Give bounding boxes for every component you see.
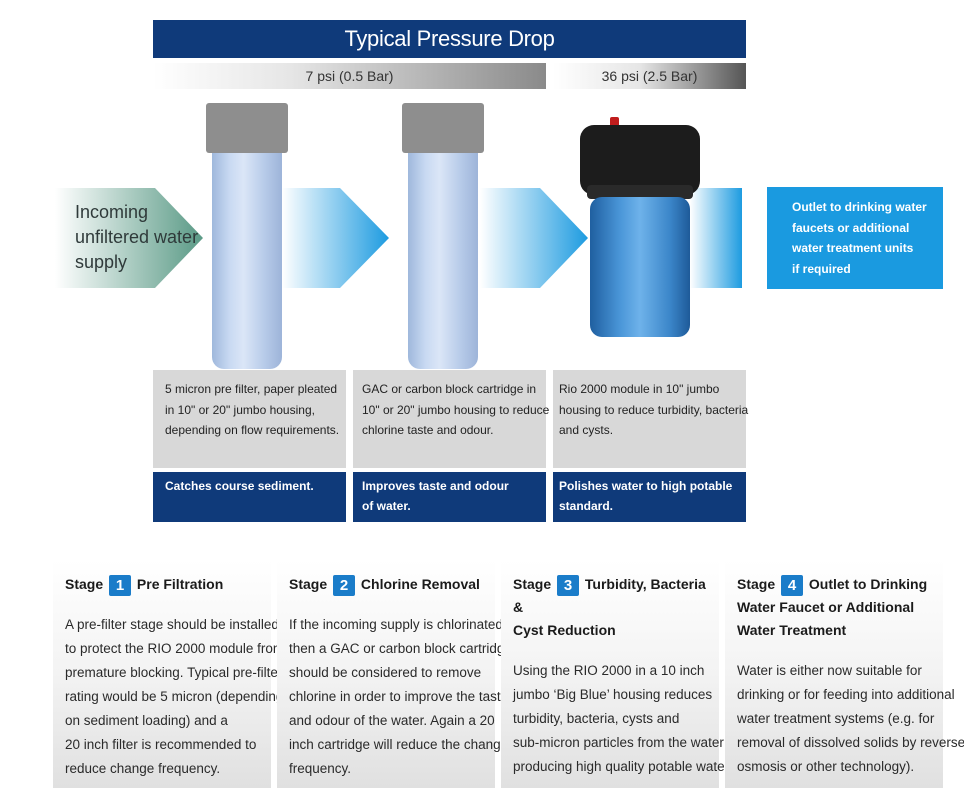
psi-high-label: 36 psi (2.5 Bar) <box>553 63 746 89</box>
arrow-2 <box>480 188 588 288</box>
inlet-label: Incoming unfiltered water supply <box>75 202 199 272</box>
filter-summary-1: Catches course sediment. <box>153 472 346 522</box>
filter-description-1: 5 micron pre filter, paper pleated in 10… <box>153 370 346 468</box>
stage-body: If the incoming supply is chlorinated th… <box>289 617 512 776</box>
stage-title: Stage 1 Pre Filtration <box>65 575 224 596</box>
stage-number-badge: 4 <box>781 575 804 596</box>
stage-title: Stage 2 Chlorine Removal <box>289 575 480 596</box>
filter-description-3: Rio 2000 module in 10" jumbo housing to … <box>553 370 748 468</box>
stage-number-badge: 2 <box>333 575 356 596</box>
pressure-drop-title: Typical Pressure Drop <box>153 20 746 58</box>
stage-body: A pre-filter stage should be installed t… <box>65 617 285 776</box>
stage-title: Stage 4 Outlet to Drinking Water Faucet … <box>737 575 928 638</box>
stage-body: Water is either now suitable for drinkin… <box>737 663 964 774</box>
filter-description-2: GAC or carbon block cartridge in 10" or … <box>353 370 549 468</box>
stage-number-badge: 1 <box>109 575 132 596</box>
psi-low-label: 7 psi (0.5 Bar) <box>153 63 546 89</box>
inlet-arrow <box>55 188 203 288</box>
filter-body-2 <box>408 153 478 369</box>
stage-panel-2: Stage 2 Chlorine Removal If the incoming… <box>277 560 512 788</box>
filter-summary-2: Improves taste and odour of water. <box>353 472 546 522</box>
stage-panel-1: Stage 1 Pre Filtration A pre-filter stag… <box>53 560 285 788</box>
filter-housing-1 <box>206 103 288 153</box>
housing-cap <box>402 103 484 153</box>
stage-panel-4: Stage 4 Outlet to Drinking Water Faucet … <box>725 560 964 788</box>
stage-title: Stage 3 Turbidity, Bacteria & Cyst Reduc… <box>513 575 706 638</box>
stage-panel-3: Stage 3 Turbidity, Bacteria & Cyst Reduc… <box>501 560 733 788</box>
arrow-1 <box>282 188 389 288</box>
filter-housing-2 <box>402 103 484 153</box>
housing-cap <box>206 103 288 153</box>
outlet-label: Outlet to drinking water faucets or addi… <box>767 187 943 289</box>
arrow-3 <box>690 188 742 288</box>
filter-summary-3: Polishes water to high potable standard. <box>553 472 746 522</box>
big-blue-filter-housing <box>580 117 700 337</box>
stage-number-badge: 3 <box>557 575 580 596</box>
stage-body: Using the RIO 2000 in a 10 inch jumbo ‘B… <box>513 663 733 774</box>
filter-body-1 <box>212 153 282 369</box>
